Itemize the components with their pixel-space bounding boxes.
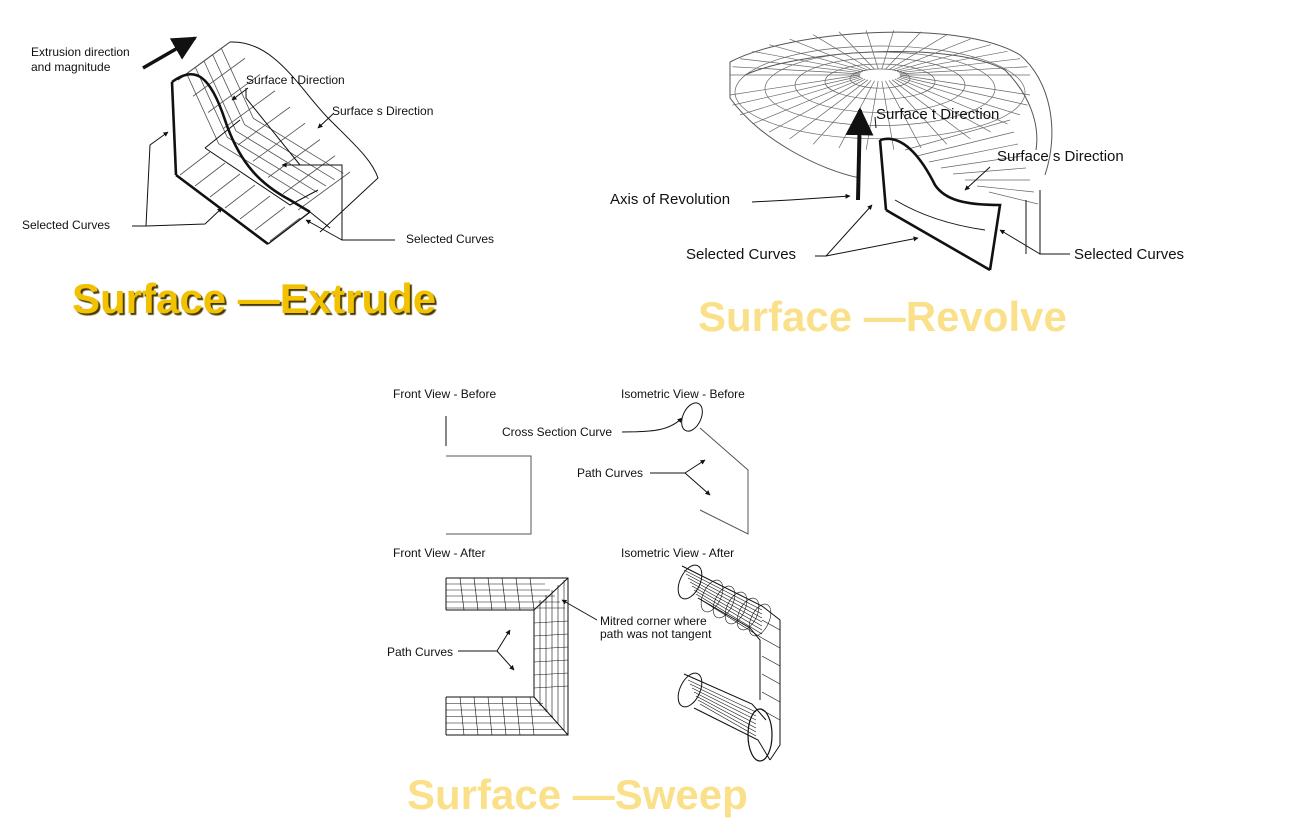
wireframe-line <box>516 578 520 610</box>
wireframe-line <box>253 123 305 161</box>
wireframe-line <box>474 578 478 610</box>
wireframe-line <box>762 620 780 630</box>
wireframe-line <box>270 218 300 241</box>
front-before-path <box>446 456 531 534</box>
sweep-figure <box>446 400 780 761</box>
wireframe-line <box>534 686 568 688</box>
wireframe-line <box>240 196 270 219</box>
wireframe-line <box>696 696 756 728</box>
axis-of-revolution-arrow <box>858 110 860 200</box>
wireframe-line <box>762 656 780 666</box>
wireframe-line <box>534 578 568 610</box>
revolve-selected-curves-right-label: Selected Curves <box>1074 247 1184 262</box>
wireframe-line <box>187 74 309 199</box>
wireframe-line <box>762 692 780 702</box>
extrude-s-direction-label: Surface s Direction <box>332 105 433 117</box>
and-magnitude-label: and magnitude <box>31 61 110 73</box>
extrude-back-surface <box>230 42 378 232</box>
cross-section-curve-label: Cross Section Curve <box>502 426 612 438</box>
wireframe-line <box>790 80 868 139</box>
extrude-selected-curves-left-label: Selected Curves <box>22 219 110 231</box>
wireframe-line <box>488 578 492 610</box>
wireframe-line <box>698 700 756 732</box>
wireframe-line <box>694 692 756 724</box>
extrude-figure <box>132 38 395 244</box>
mitred-corner-label-1: Mitred corner where <box>600 615 707 627</box>
mitred-corner-label-2: path was not tangent <box>600 628 711 640</box>
extrude-selected-curve-left <box>172 82 176 175</box>
wireframe-line <box>762 674 780 684</box>
wireframe-line <box>752 78 863 124</box>
wireframe-line <box>989 192 1038 204</box>
path-curves-top-label: Path Curves <box>577 467 643 479</box>
extrusion-direction-arrow <box>143 38 195 68</box>
wireframe-ring <box>850 69 910 88</box>
path-curves-bottom-label: Path Curves <box>387 646 453 658</box>
wireframe-line <box>953 168 1026 174</box>
revolve-title: Surface —Revolve <box>698 296 1067 338</box>
wireframe-line <box>762 638 780 648</box>
wireframe-ring <box>673 669 706 710</box>
wireframe-line <box>534 673 568 675</box>
wireframe-line <box>530 578 534 610</box>
wireframe-line <box>225 185 255 208</box>
wireframe-line <box>740 77 861 115</box>
wireframe-line <box>502 578 506 610</box>
front-before-label: Front View - Before <box>393 388 496 400</box>
wireframe-line <box>446 578 568 735</box>
extrude-title: Surface —Extrude <box>72 278 436 320</box>
wireframe-line <box>688 578 762 618</box>
extrude-selected-curves-right-label: Selected Curves <box>406 233 494 245</box>
wireframe-line <box>268 140 320 178</box>
revolve-selected-curve-profile <box>880 139 1000 270</box>
wireframe-line <box>839 32 875 70</box>
wireframe-ring <box>697 577 728 615</box>
wireframe-line <box>882 30 894 69</box>
wireframe-line <box>534 621 568 623</box>
wireframe-line <box>180 152 210 175</box>
revolve-t-direction-label: Surface t Direction <box>876 107 999 122</box>
iso-before-path <box>700 428 748 534</box>
wireframe-ring <box>745 601 776 639</box>
wireframe-line <box>195 163 225 186</box>
wireframe-ring <box>735 46 1025 139</box>
extrude-t-direction-label: Surface t Direction <box>246 74 345 86</box>
wireframe-line <box>255 207 285 230</box>
axis-of-revolution-label: Axis of Revolution <box>610 192 730 207</box>
sweep-title: Surface —Sweep <box>407 774 748 816</box>
revolve-s-direction-label: Surface s Direction <box>997 149 1124 164</box>
wireframe-line <box>534 647 568 649</box>
revolve-selected-curves-left-label: Selected Curves <box>686 247 796 262</box>
wireframe-line <box>682 566 780 760</box>
wireframe-ring <box>748 709 772 761</box>
wireframe-line <box>885 32 921 70</box>
wireframe-line <box>813 80 871 144</box>
wireframe-line <box>446 610 534 697</box>
extrusion-direction-label: Extrusion direction <box>31 46 130 58</box>
front-after-label: Front View - After <box>393 547 485 559</box>
wireframe-line <box>534 660 568 662</box>
wireframe-line <box>460 578 464 610</box>
wireframe-line <box>694 708 770 760</box>
wireframe-line <box>210 174 240 197</box>
iso-before-label: Isometric View - Before <box>621 388 745 400</box>
wireframe-line <box>692 688 756 720</box>
wireframe-line <box>977 186 1034 192</box>
iso-after-label: Isometric View - After <box>621 547 734 559</box>
wireframe-line <box>866 30 878 69</box>
wireframe-line <box>686 574 762 614</box>
cross-section-ellipse <box>678 400 707 435</box>
wireframe-line <box>534 634 568 636</box>
wireframe-line <box>238 107 290 145</box>
wireframe-line <box>905 120 1010 150</box>
